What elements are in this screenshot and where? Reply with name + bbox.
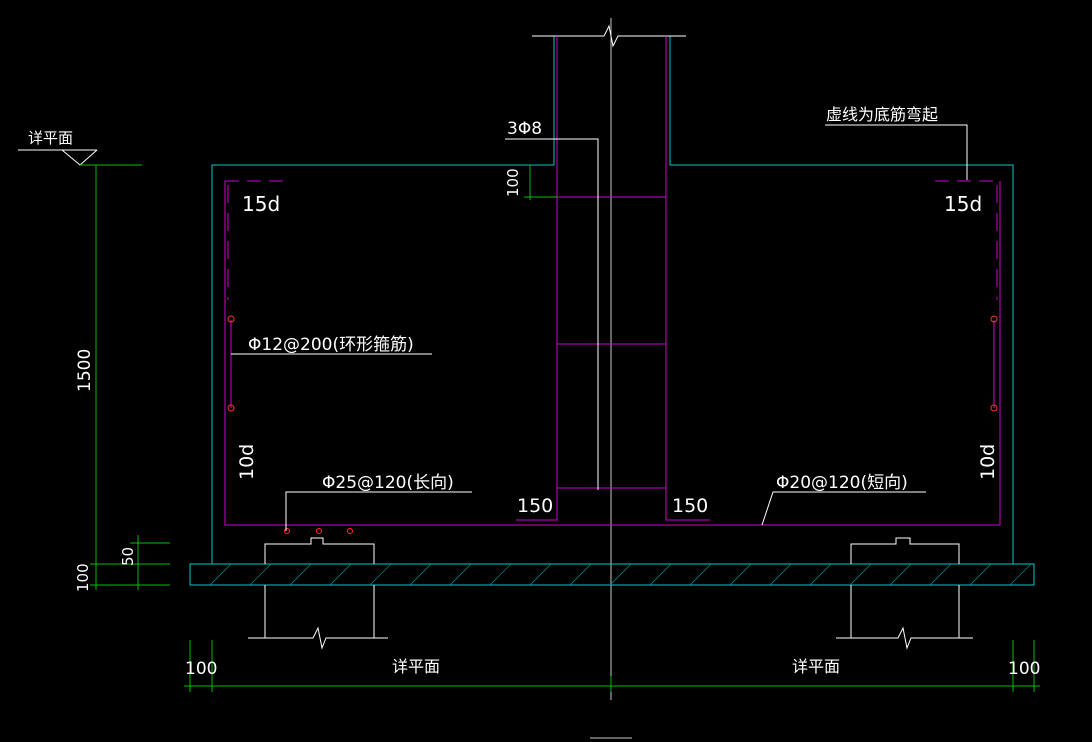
bend-right-label: 150 xyxy=(672,495,708,517)
rebar-dot xyxy=(227,404,235,412)
text-labels: 详平面 虚线为底筋弯起 3Φ8 15d 15d 10d 10d Φ12@200(… xyxy=(28,105,999,517)
footing-rebar xyxy=(224,180,1001,526)
dimension-texts: 100 1500 50 100 100 详平面 详平面 100 xyxy=(74,168,1040,679)
footing-outline-right xyxy=(669,36,1014,564)
leader-bent-note xyxy=(825,124,968,180)
bottom-bar xyxy=(224,181,1001,526)
footing-outline-left xyxy=(211,36,555,564)
column-rebar xyxy=(516,36,710,521)
pile-left-top xyxy=(264,537,375,564)
rebar-dot xyxy=(316,528,322,534)
ring-stirrup-label: Φ12@200(环形箍筋) xyxy=(248,335,414,355)
bottom-long-label: Φ25@120(长向) xyxy=(322,473,454,493)
leader-stirrup-column xyxy=(505,138,599,490)
column-bar-right xyxy=(665,36,710,521)
pile-left-break xyxy=(248,626,388,650)
dim-span-right: 详平面 xyxy=(792,657,840,676)
centerline xyxy=(590,18,632,739)
column-bar-left xyxy=(516,36,558,521)
rebar-dot xyxy=(284,528,290,534)
stirrup-column-label: 3Φ8 xyxy=(507,119,542,139)
footing-outline xyxy=(189,36,1035,586)
piles xyxy=(248,537,973,650)
dimension-lines xyxy=(80,164,1040,692)
anchor-top-left-label: 15d xyxy=(242,192,280,216)
column-break-line xyxy=(532,24,686,48)
dim-height: 1500 xyxy=(75,349,95,392)
level-symbol xyxy=(18,149,98,166)
rebar-dot xyxy=(990,404,998,412)
bottom-short-label: Φ20@120(短向) xyxy=(776,473,908,493)
ring-stirrup-marks xyxy=(227,315,998,534)
dim-column-top: 100 xyxy=(504,168,522,197)
anchor-top-right-label: 15d xyxy=(944,192,982,216)
dim-edge-left: 100 xyxy=(185,659,217,679)
dim-bed: 100 xyxy=(74,563,92,592)
cushion-hatch xyxy=(209,563,1032,586)
dim-span-left: 详平面 xyxy=(392,657,440,676)
dim-edge-right: 100 xyxy=(1008,659,1040,679)
pile-right-break xyxy=(836,626,973,650)
dim-cushion: 50 xyxy=(119,547,137,566)
level-label: 详平面 xyxy=(28,129,73,147)
rebar-dot xyxy=(990,315,998,323)
rebar-dot xyxy=(347,528,353,534)
anchor-side-left-label: 10d xyxy=(236,444,258,480)
bent-note-label: 虚线为底筋弯起 xyxy=(826,105,938,124)
cushion-layer xyxy=(189,563,1035,586)
pile-right-top xyxy=(850,537,960,564)
leaders xyxy=(231,124,968,531)
leader-bottom-long xyxy=(285,491,472,531)
rebar-dot xyxy=(227,315,235,323)
bend-left-label: 150 xyxy=(517,495,553,517)
anchor-side-right-label: 10d xyxy=(977,444,999,480)
leader-bottom-short xyxy=(761,491,926,526)
